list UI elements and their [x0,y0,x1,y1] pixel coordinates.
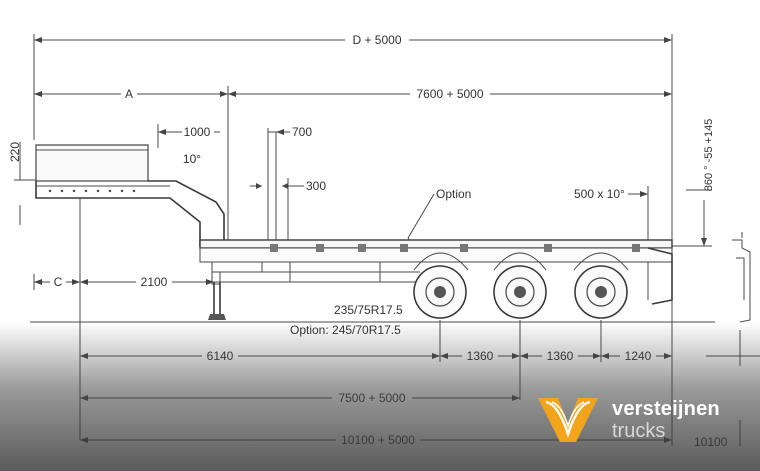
axle-3 [573,252,629,319]
label-rear-ramp: 500 x 10° [574,187,625,201]
label-c: C [54,275,63,289]
label-overall-bottom: 10100 + 5000 [341,433,415,447]
option-callout: Option [407,187,471,245]
dimension-rear-ramp: 500 x 10° [574,186,649,246]
axle-1 [413,252,469,319]
label-6140: 6140 [207,349,234,363]
trailer-deck [199,239,673,305]
axle-2 [493,252,547,319]
dimension-7500: 7500 + 5000 [80,390,520,405]
dimension-300: 300 [250,178,326,246]
label-1360-second: 1360 [547,349,574,363]
label-300: 300 [306,179,326,193]
label-7500: 7500 + 5000 [338,391,405,405]
label-overall-top: D + 5000 [352,33,401,47]
label-option: Option [436,187,471,201]
brand-name: versteijnen [612,398,720,420]
brand-logo: versteijnen trucks [536,390,756,446]
label-1000: 1000 [184,125,211,139]
v-logo-icon [538,398,598,442]
label-10-degree: 10° [183,152,201,166]
dimension-height-right: 860 ° -55 +145 [672,119,715,247]
label-height-right: 860 ° -55 +145 [703,119,715,192]
brand-subtitle: trucks [612,420,666,442]
dimension-700: 700 [267,125,312,246]
dimension-1000: 1000 10° [157,124,220,166]
label-1360-first: 1360 [467,349,494,363]
gooseneck [35,144,225,247]
label-deck-length: 7600 + 5000 [416,87,483,101]
label-220: 220 [8,142,22,162]
support-leg [208,282,226,320]
label-tyre-option: Option: 245/70R17.5 [290,323,401,337]
dimension-overall-top: D + 5000 [33,32,673,245]
label-2100: 2100 [141,275,168,289]
label-a: A [125,87,133,101]
dimension-c-2100: C 2100 [33,200,214,440]
label-700: 700 [292,125,312,139]
dimension-a-and-deck: A 7600 + 5000 [34,86,672,245]
label-tyre: 235/75R17.5 [334,303,403,317]
dimension-220: 220 [8,142,36,225]
label-1240: 1240 [625,349,652,363]
rear-side-view [732,232,751,323]
